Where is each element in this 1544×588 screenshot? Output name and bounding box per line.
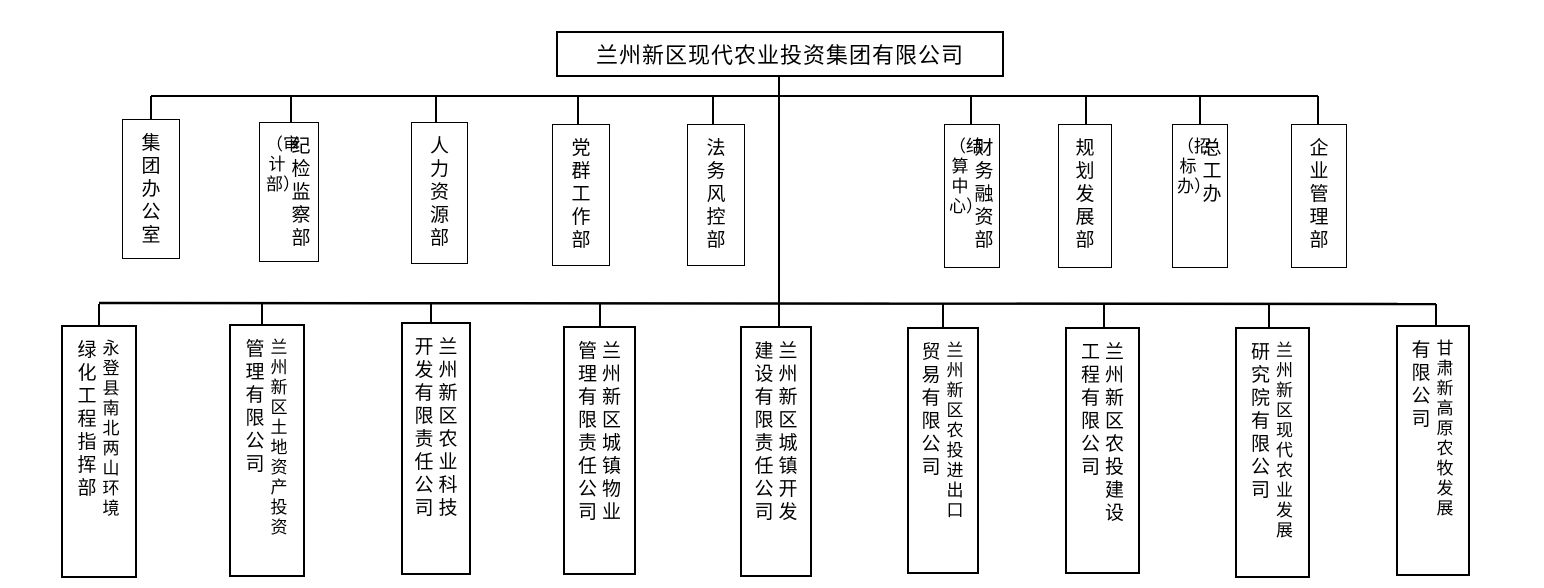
subsidiary-box: 兰州新区城镇开发建设有限责任公司 [740, 326, 812, 577]
department-label: （结算中心） [949, 137, 983, 217]
subsidiary-label: 兰州新区现代农业发展 [1276, 341, 1293, 541]
subsidiary-box: 兰州新区土地资产投资管理有限公司 [229, 324, 305, 577]
subsidiary-label: 兰州新区农投建设 [1104, 341, 1124, 524]
subsidiary-label: 绿化工程指挥部 [77, 339, 97, 499]
department-label: 党群工作部 [571, 137, 591, 251]
subsidiary-label: 工程有限公司 [1080, 341, 1100, 478]
subsidiary-box: 兰州新区现代农业发展研究院有限公司 [1235, 327, 1310, 578]
department-label: 财务融资部 [974, 137, 994, 251]
subsidiary-label: 研究院有限公司 [1250, 341, 1270, 501]
subsidiary-box: 永登县南北两山环境绿化工程指挥部 [61, 325, 137, 578]
subsidiary-label: 管理有限责任公司 [577, 340, 597, 523]
subsidiary-label: 贸易有限公司 [921, 341, 941, 478]
department-box: 规划发展部 [1058, 124, 1112, 268]
department-box: 纪检监察部（审计部） [259, 122, 319, 262]
department-label: 纪检监察部 [291, 135, 311, 249]
subsidiary-box: 甘肃新高原农牧发展有限公司 [1396, 325, 1470, 576]
subsidiary-box: 兰州新区城镇物业管理有限责任公司 [563, 326, 636, 575]
subsidiary-bus-connector [98, 301, 1437, 306]
department-box: 党群工作部 [552, 124, 610, 266]
subsidiary-label: 开发有限责任公司 [414, 336, 434, 519]
department-label: （招标办） [1177, 137, 1211, 197]
department-label: 法务风控部 [706, 137, 726, 251]
subsidiary-label: 兰州新区城镇开发 [778, 340, 798, 523]
subsidiary-label: 兰州新区城镇物业 [601, 340, 621, 523]
subsidiary-label: 有限公司 [1411, 339, 1431, 430]
department-label: 规划发展部 [1075, 137, 1095, 251]
department-label: 企业管理部 [1309, 137, 1329, 251]
department-box: 财务融资部（结算中心） [944, 124, 1000, 268]
subsidiary-label: 管理有限公司 [245, 338, 265, 475]
subsidiary-box: 兰州新区农投建设工程有限公司 [1065, 327, 1140, 574]
subsidiary-label: 兰州新区农业科技 [438, 336, 458, 519]
department-box: 总工办（招标办） [1172, 124, 1228, 268]
department-label: 人力资源部 [429, 135, 449, 249]
department-box: 人力资源部 [411, 122, 468, 264]
subsidiary-label: 永登县南北两山环境 [102, 339, 120, 519]
org-root-title: 兰州新区现代农业投资集团有限公司 [595, 44, 964, 69]
subsidiary-label: 甘肃新高原农牧发展 [1436, 339, 1454, 519]
department-label: （审计部） [266, 135, 300, 195]
subsidiary-label: 兰州新区土地资产投资 [270, 338, 288, 538]
department-box: 集团办公室 [122, 119, 180, 259]
subsidiary-box: 兰州新区农业科技开发有限责任公司 [401, 322, 471, 575]
org-root-box: 兰州新区现代农业投资集团有限公司 [556, 31, 1004, 77]
department-label: 集团办公室 [141, 132, 161, 246]
department-box: 法务风控部 [687, 124, 745, 266]
subsidiary-box: 兰州新区农投进出口贸易有限公司 [907, 327, 979, 574]
subsidiary-label: 建设有限责任公司 [754, 340, 774, 523]
subsidiary-label: 兰州新区农投进出口 [946, 341, 964, 521]
department-label: 总工办 [1202, 137, 1222, 205]
department-box: 企业管理部 [1291, 124, 1347, 268]
